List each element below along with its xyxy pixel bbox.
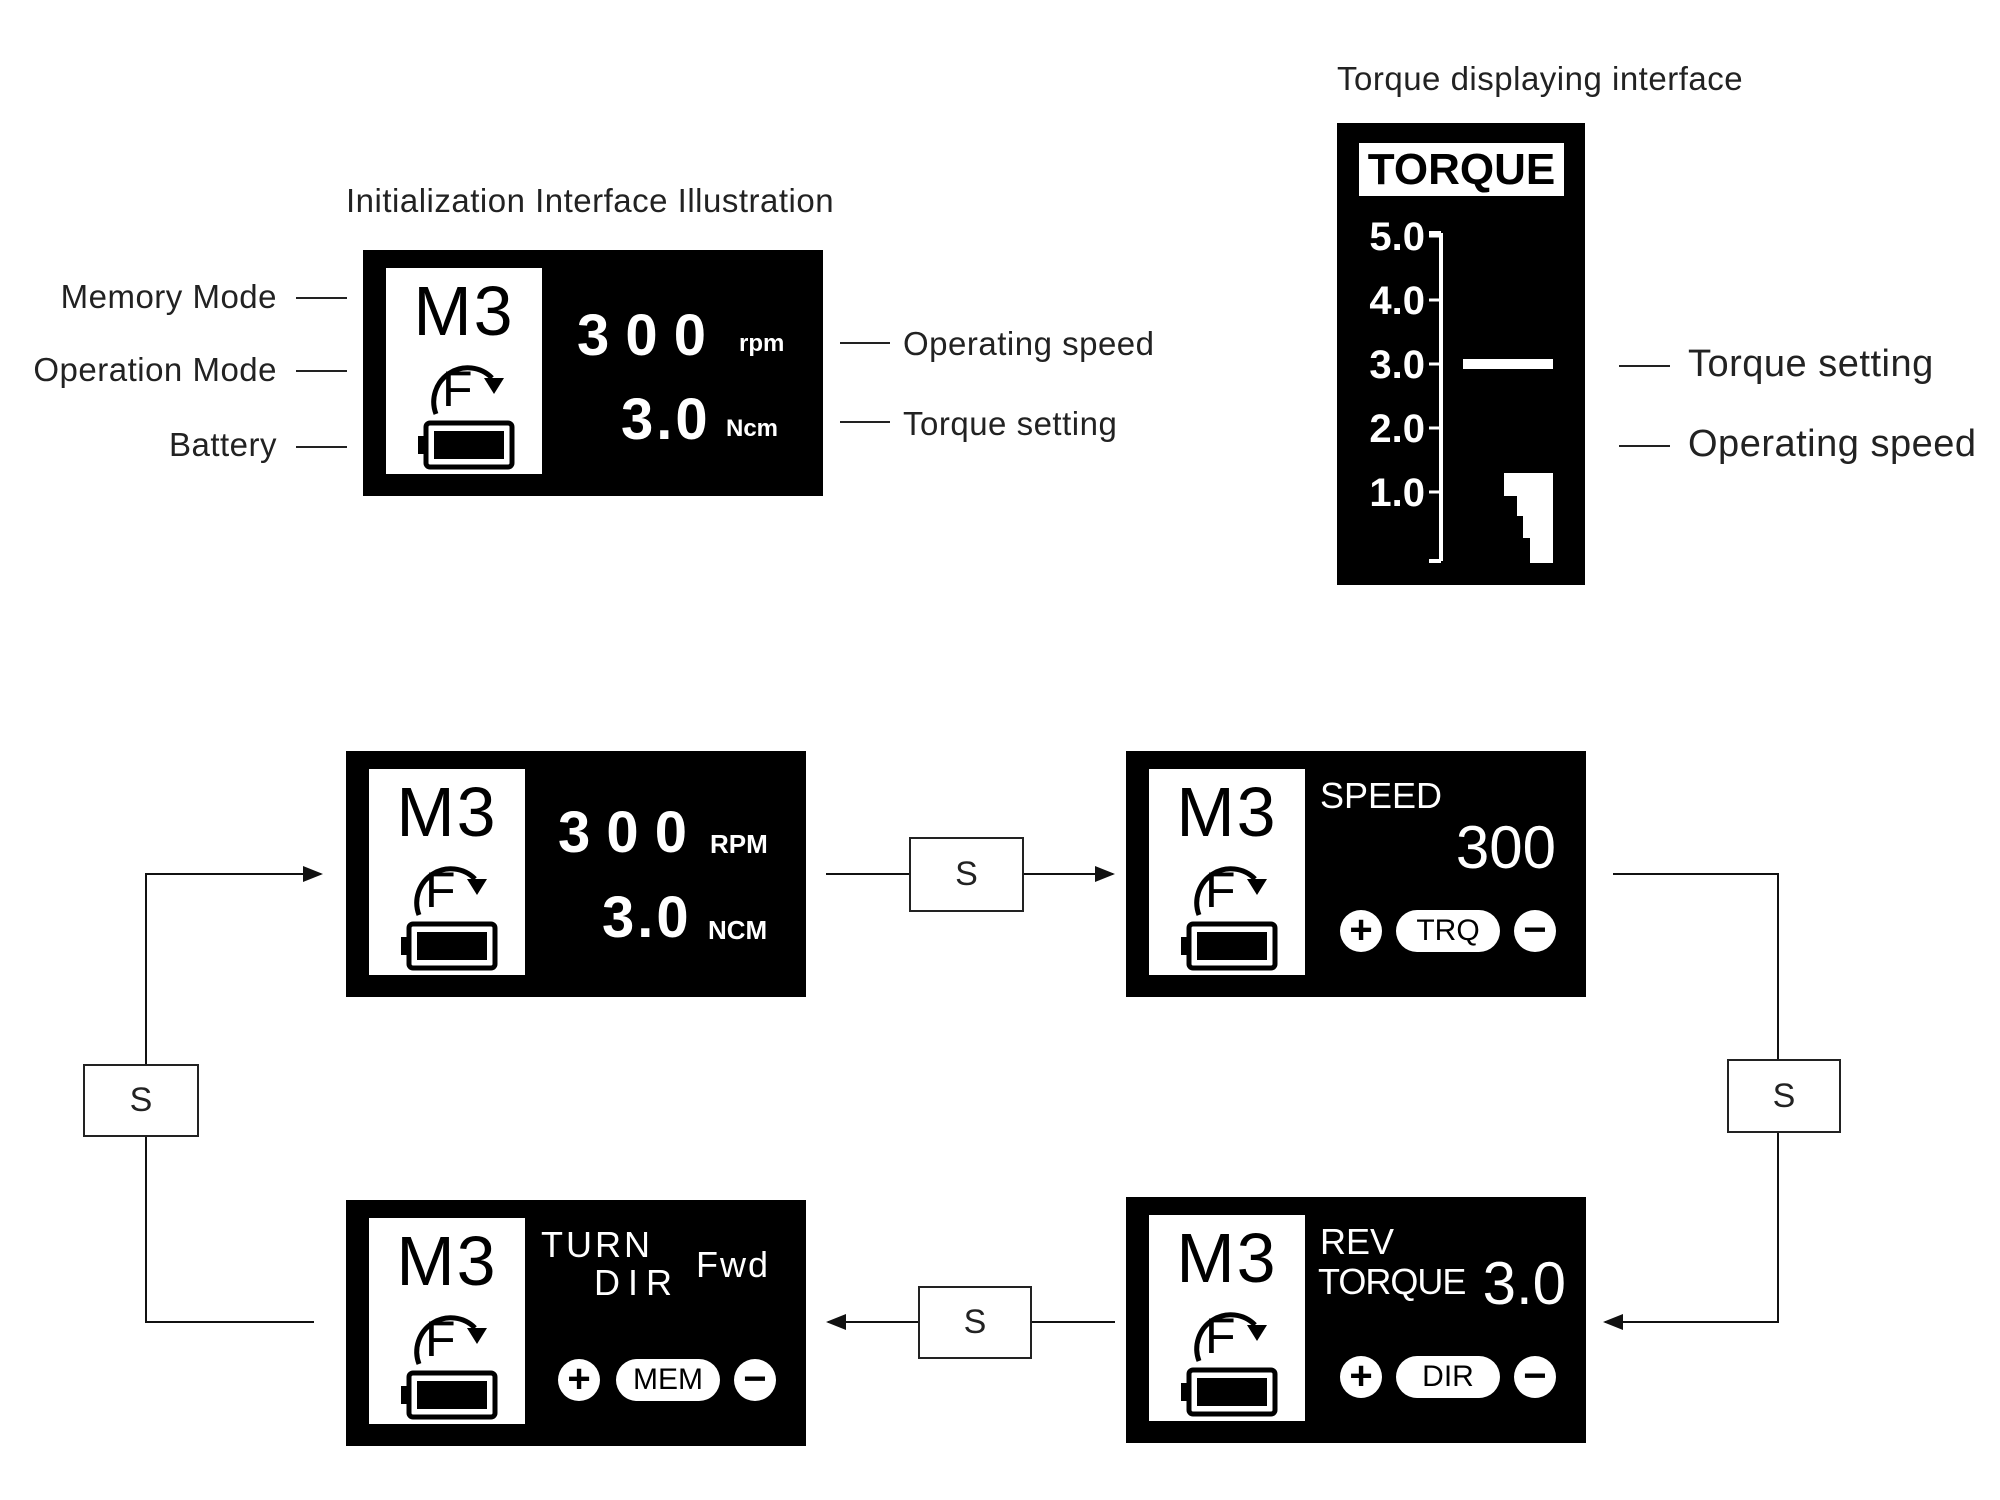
turn-title-line1: TURN bbox=[541, 1224, 653, 1265]
speed-unit: rpm bbox=[739, 330, 785, 357]
mode-letter: F bbox=[1205, 862, 1236, 918]
mode-letter: F bbox=[425, 862, 456, 918]
label-operating-speed: Operating speed bbox=[1688, 423, 1977, 465]
scale-tick-label: 2.0 bbox=[1369, 407, 1425, 451]
rev-title-line2: TORQUE bbox=[1318, 1261, 1466, 1302]
switch-s-box: S bbox=[83, 1064, 199, 1137]
scale-tick-label: 1.0 bbox=[1369, 471, 1425, 515]
rev-torque-value: 3.0 bbox=[1482, 1250, 1566, 1317]
trq-button[interactable]: TRQ bbox=[1396, 910, 1500, 952]
speed-value: 300 bbox=[1455, 814, 1556, 881]
memory-mode-indicator: M3 bbox=[413, 272, 515, 350]
memory-mode-indicator: M3 bbox=[1176, 773, 1278, 851]
label-operating-speed: Operating speed bbox=[903, 325, 1155, 362]
label-torque-setting: Torque setting bbox=[1688, 343, 1934, 385]
rotation-direction-icon bbox=[1194, 1312, 1267, 1362]
status-box: M3 F bbox=[369, 769, 525, 975]
mode-letter: F bbox=[425, 1311, 456, 1367]
memory-mode-indicator: M3 bbox=[396, 1222, 498, 1300]
rotation-direction-icon bbox=[1194, 866, 1267, 916]
operating-speed-staircase bbox=[1504, 473, 1553, 563]
speed-setting-screen: M3 F SPEED 300 + TRQ − bbox=[1126, 751, 1586, 997]
torque-unit: Ncm bbox=[726, 415, 779, 442]
minus-button[interactable]: − bbox=[1514, 1356, 1556, 1398]
scale-tick-label: 4.0 bbox=[1369, 279, 1425, 323]
init-title: Initialization Interface Illustration bbox=[346, 182, 835, 219]
leader-line bbox=[840, 342, 890, 344]
leader-line bbox=[840, 421, 890, 423]
battery-icon bbox=[401, 1370, 498, 1420]
init-screen: M3 F 3 0 0 rpm 3.0 Ncm bbox=[363, 250, 823, 496]
turn-direction-value: Fwd bbox=[696, 1244, 771, 1285]
speed-title: SPEED bbox=[1320, 775, 1443, 816]
label-battery: Battery bbox=[168, 426, 277, 463]
leader-line bbox=[1619, 365, 1670, 367]
leader-line bbox=[296, 446, 347, 448]
torque-header: TORQUE bbox=[1359, 143, 1564, 196]
memory-mode-indicator: M3 bbox=[396, 773, 498, 851]
plus-button[interactable]: + bbox=[1340, 1356, 1382, 1398]
torque-display-title: Torque displaying interface bbox=[1337, 60, 1744, 97]
torque-setting-bar bbox=[1463, 359, 1553, 369]
torque-scale: 5.0 4.0 3.0 2.0 1.0 bbox=[1369, 215, 1553, 563]
scale-tick-label: 3.0 bbox=[1369, 343, 1425, 387]
torque-unit: NCM bbox=[708, 915, 768, 945]
status-box: M3 F bbox=[386, 268, 542, 474]
turn-direction-screen: M3 F TURN DIR Fwd + MEM − bbox=[346, 1200, 806, 1446]
minus-button[interactable]: − bbox=[1514, 910, 1556, 952]
leader-line bbox=[296, 370, 347, 372]
torque-value: 3.0 bbox=[621, 387, 711, 452]
plus-button[interactable]: + bbox=[558, 1359, 600, 1401]
battery-icon bbox=[1181, 921, 1278, 971]
leader-line bbox=[1619, 445, 1670, 447]
rotation-direction-icon bbox=[431, 365, 504, 415]
switch-s-box: S bbox=[1727, 1059, 1841, 1133]
mode-letter: F bbox=[442, 361, 473, 417]
switch-s-box: S bbox=[918, 1286, 1032, 1359]
status-box: M3 F bbox=[1149, 1215, 1305, 1421]
rotation-direction-icon bbox=[414, 1315, 487, 1365]
rotation-direction-icon bbox=[414, 866, 487, 916]
speed-unit: RPM bbox=[710, 829, 768, 859]
mem-button[interactable]: MEM bbox=[616, 1359, 720, 1401]
mode-letter: F bbox=[1205, 1308, 1236, 1364]
scale-tick-label: 5.0 bbox=[1369, 215, 1425, 259]
rev-title-line1: REV bbox=[1320, 1221, 1395, 1262]
battery-icon bbox=[418, 420, 515, 470]
battery-icon bbox=[401, 921, 498, 971]
torque-value: 3.0 bbox=[602, 885, 692, 950]
switch-s-box: S bbox=[909, 837, 1024, 912]
label-memory-mode: Memory Mode bbox=[60, 278, 277, 315]
label-operation-mode: Operation Mode bbox=[33, 351, 277, 388]
leader-line bbox=[296, 297, 347, 299]
speed-value: 3 0 0 bbox=[577, 303, 706, 368]
minus-button[interactable]: − bbox=[734, 1359, 776, 1401]
plus-button[interactable]: + bbox=[1340, 910, 1382, 952]
main-screen: M3 F 3 0 0 RPM 3.0 NCM bbox=[346, 751, 806, 997]
battery-icon bbox=[1181, 1367, 1278, 1417]
torque-screen: TORQUE 5.0 4.0 3.0 2.0 1.0 bbox=[1337, 123, 1585, 585]
label-torque-setting: Torque setting bbox=[903, 405, 1118, 442]
rev-torque-screen: M3 F REV TORQUE 3.0 + DIR − bbox=[1126, 1197, 1586, 1443]
memory-mode-indicator: M3 bbox=[1176, 1219, 1278, 1297]
status-box: M3 F bbox=[1149, 769, 1305, 975]
dir-button[interactable]: DIR bbox=[1396, 1356, 1500, 1398]
speed-value: 3 0 0 bbox=[558, 800, 687, 865]
status-box: M3 F bbox=[369, 1218, 525, 1424]
turn-title-line2: DIR bbox=[594, 1262, 680, 1303]
